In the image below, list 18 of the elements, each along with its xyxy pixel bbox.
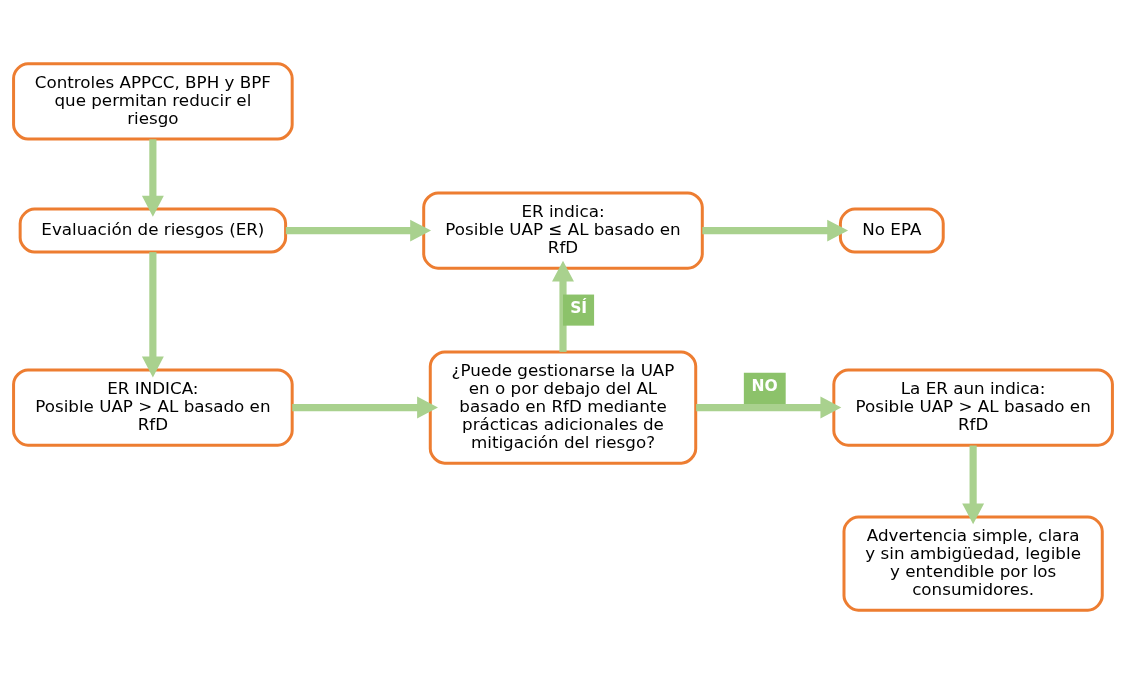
arrow	[696, 396, 842, 418]
arrow	[552, 260, 574, 352]
arrow	[702, 219, 849, 242]
node-box: ¿Puede gestionarse la UAP en o por debajo del AL basado en RfD mediante prácticas adicionales de mitigación del riesgo?	[428, 349, 698, 465]
node-box: Evaluación de riesgos (ER)	[18, 207, 288, 254]
arrow	[962, 445, 985, 524]
node-box: La ER aun indica: Posible UAP > AL basado en RfD	[832, 367, 1114, 447]
edge-label: SÍ	[570, 298, 588, 317]
arrow	[141, 138, 164, 217]
node-box: ER indica: Posible UAP ≤ AL basado en RfD	[422, 190, 704, 270]
arrow	[285, 219, 432, 242]
node-box: No EPA	[838, 207, 945, 254]
node-box: Controles APPCC, BPH y BPF que permitan reducir el riesgo	[12, 61, 294, 141]
edge-label: NO	[751, 376, 778, 395]
node-box: ER INDICA: Posible UAP > AL basado en RfD	[12, 367, 294, 447]
arrow	[292, 396, 438, 418]
arrow	[141, 251, 164, 377]
node-box: Advertencia simple, clara y sin ambigüedad, legible y entendible por los consumidores.	[842, 514, 1104, 612]
